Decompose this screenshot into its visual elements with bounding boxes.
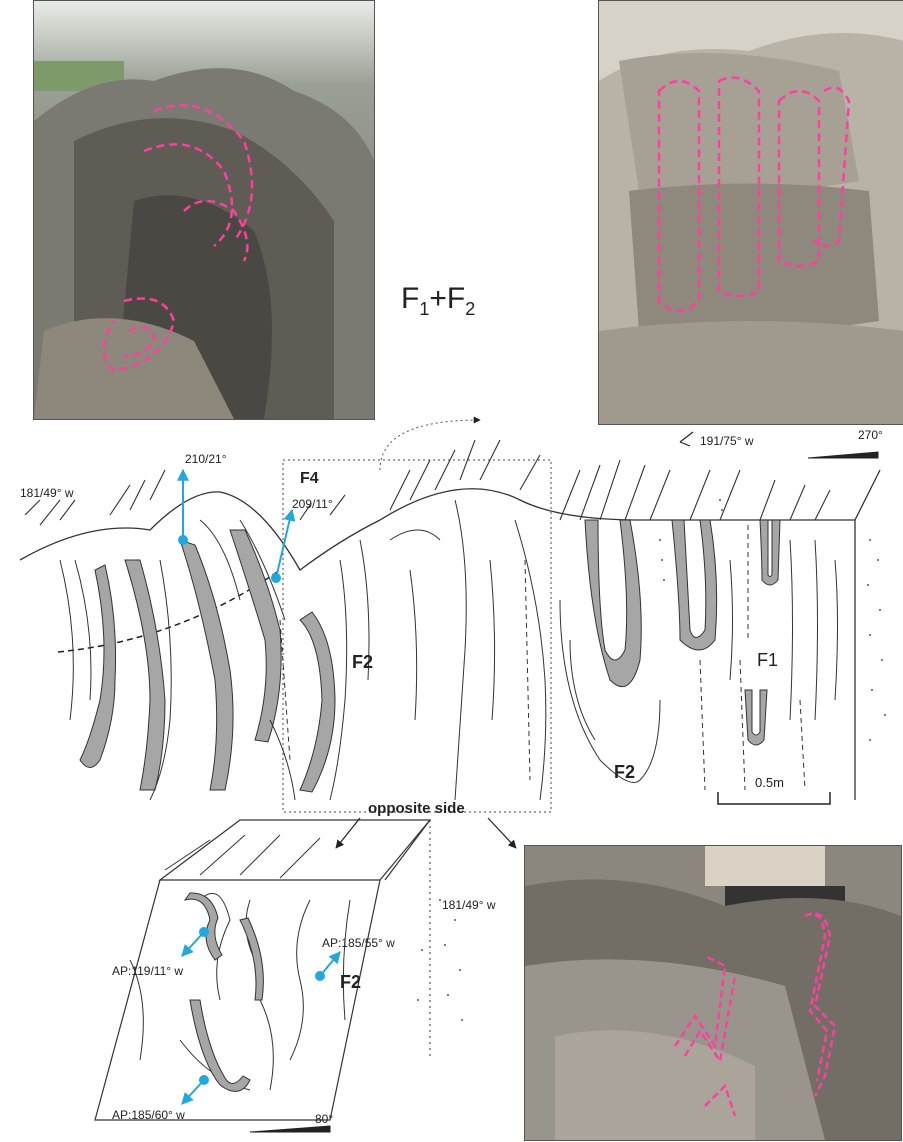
axial-plane-label-3: AP:185/60° w [112, 1108, 185, 1122]
fold-label-f2-opposite: F2 [340, 972, 361, 993]
outcrop-photo-top-left [33, 0, 375, 420]
f4-dotted-box [283, 460, 551, 812]
title-f: F [401, 282, 419, 315]
dotted-projection-arc [380, 420, 480, 470]
opposite-side-label: opposite side [368, 800, 465, 817]
lineation-label-1: 210/21° [185, 452, 227, 466]
strike-symbol-top [808, 452, 878, 458]
opposite-bedding-label: 181/49° w [442, 898, 496, 912]
block-diagram-outline [160, 820, 430, 880]
strike-symbol-bottom [250, 1126, 330, 1132]
top-bedding-label: 191/75° w [700, 434, 754, 448]
outcrop-surface-line [20, 470, 880, 570]
scale-bar-label: 0.5m [755, 775, 784, 790]
title-sub-2: 2 [465, 299, 475, 319]
title-plus-f: +F [429, 282, 465, 315]
outcrop-photo-bottom-right [524, 845, 902, 1141]
fold-label-f4: F4 [300, 470, 319, 488]
fold-label-f1: F1 [757, 650, 778, 671]
title-sub-1: 1 [419, 299, 429, 319]
dashed-trace-curve [58, 570, 280, 652]
fold-label-f2-center: F2 [352, 652, 373, 673]
strike-label-bottom: 80° [315, 1112, 333, 1126]
strike-label-top: 270° [858, 428, 883, 442]
left-bedding-label: 181/49° w [20, 486, 74, 500]
outcrop-photo-top-right [598, 0, 903, 425]
fold-label-f2-lower: F2 [614, 762, 635, 783]
scale-bar [718, 792, 830, 804]
diagram-title: F1+F2 [401, 282, 475, 320]
axial-plane-label-2: AP:185/55° w [322, 936, 395, 950]
axial-plane-label-1: AP:119/11° w [112, 964, 183, 978]
lineation-label-2: 209/11° [292, 497, 333, 511]
